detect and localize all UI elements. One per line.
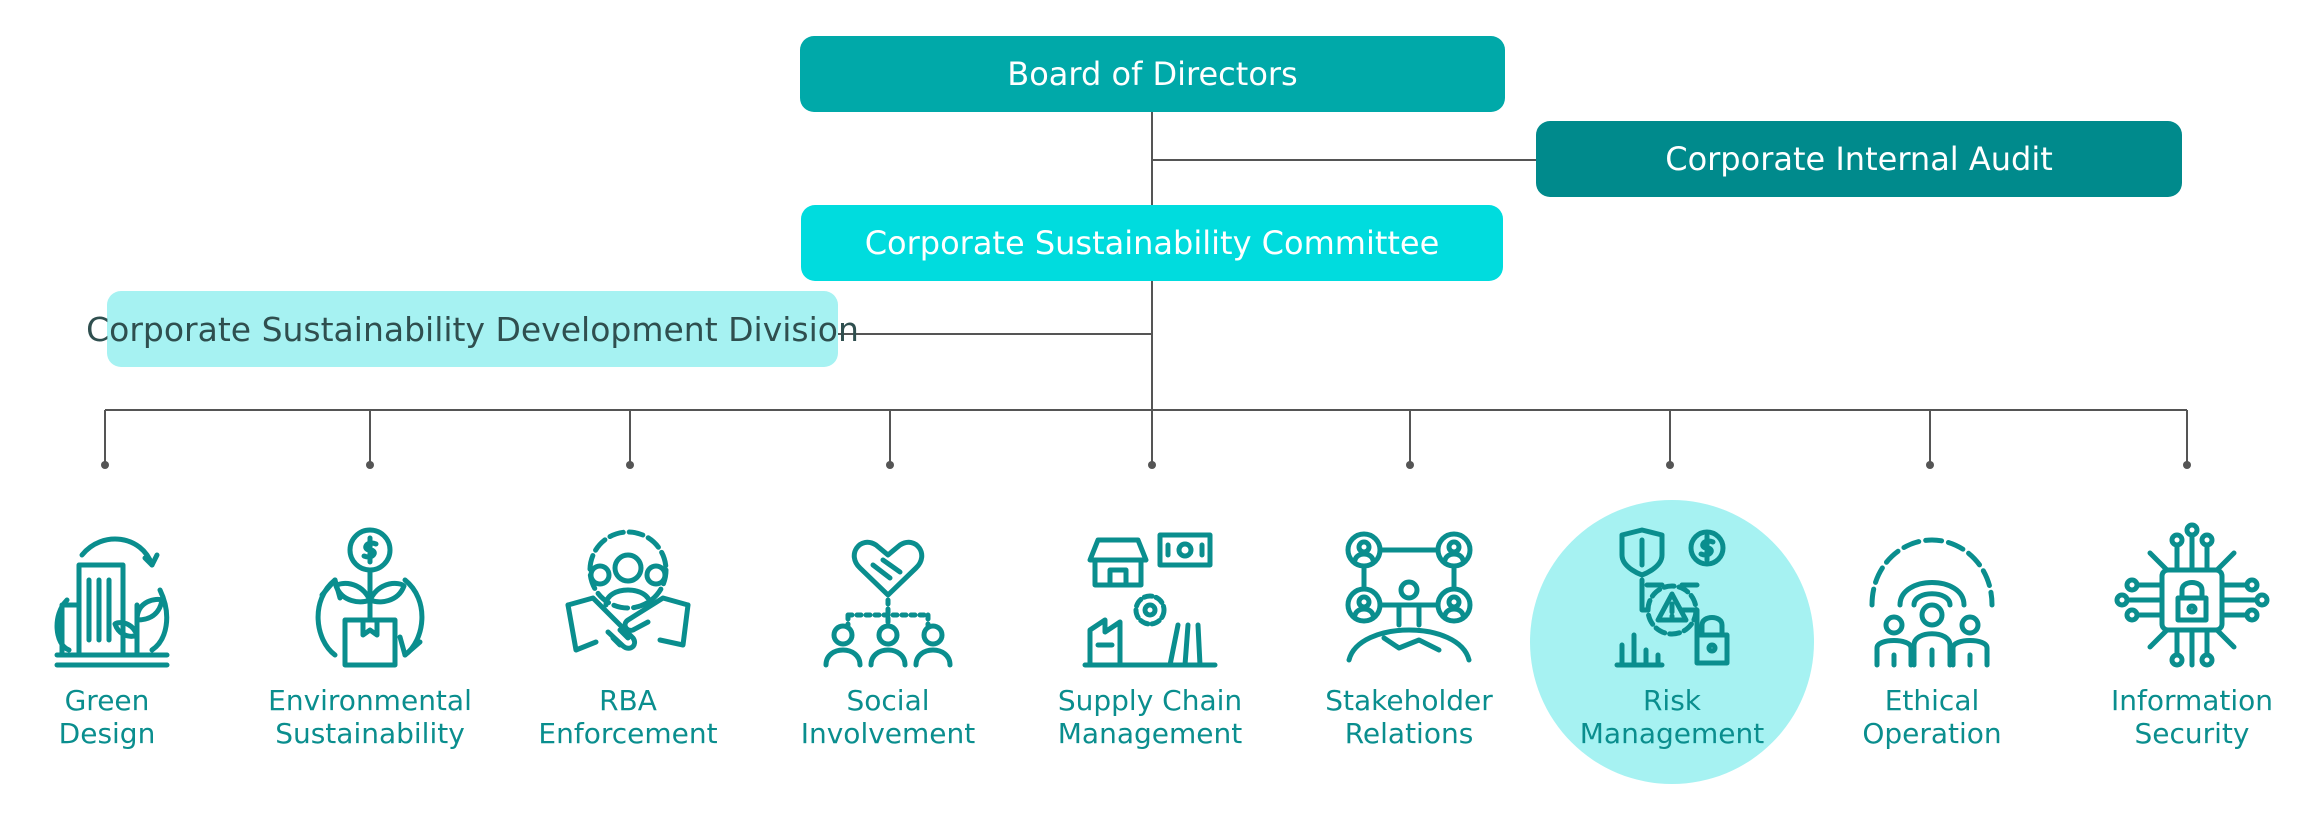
item-label-line2: Security — [2134, 717, 2250, 750]
item-label-line1: Information — [2110, 684, 2274, 717]
item-label-line2: Operation — [1862, 717, 2002, 750]
item-label-line1: Stakeholder — [1325, 684, 1493, 717]
item-label-line2: Management — [1579, 717, 1765, 750]
board-of-directors-box: Board of Directors — [800, 36, 1505, 112]
corporate-internal-audit-box: Corporate Internal Audit — [1536, 121, 2182, 197]
item-label-line2: Management — [1057, 717, 1243, 750]
drop-dot — [101, 461, 109, 469]
item-label-line2: Involvement — [800, 717, 976, 750]
item-label-line1: Green — [64, 684, 150, 717]
risk-shield-icon — [1614, 527, 1730, 668]
green-building-icon — [54, 536, 170, 668]
item-label-line1: Social — [846, 684, 930, 717]
item-label-line2: Design — [58, 717, 156, 750]
handshake-gear-icon — [565, 529, 691, 653]
drop-dot — [626, 461, 634, 469]
circuit-lock-icon — [2114, 522, 2270, 668]
heart-handshake-people-icon — [823, 540, 953, 668]
item-label-line2: Sustainability — [275, 717, 465, 750]
item-label-line2: Relations — [1344, 717, 1474, 750]
drop-dot — [1666, 461, 1674, 469]
item-label-line2: Enforcement — [538, 717, 718, 750]
highlight-circle — [1530, 500, 1814, 784]
drop-dot — [886, 461, 894, 469]
sustainability-division-box: Corporate Sustainability Development Div… — [86, 291, 859, 367]
item-label-line1: Environmental — [268, 684, 472, 717]
stakeholder-network-icon — [1345, 531, 1473, 663]
drop-dot — [366, 461, 374, 469]
item-label-line1: Supply Chain — [1057, 684, 1243, 717]
item-label-line1: RBA — [599, 684, 657, 717]
item-label-line1: Ethical — [1884, 684, 1980, 717]
item-label-line1: Risk — [1642, 684, 1702, 717]
drop-dot — [1148, 461, 1156, 469]
drop-dot — [1406, 461, 1414, 469]
drop-dot — [2183, 461, 2191, 469]
drop-dot — [1926, 461, 1934, 469]
sustainability-committee-box: Corporate Sustainability Committee — [801, 205, 1503, 281]
ethics-gear-people-icon — [1869, 537, 1995, 668]
plant-recycle-icon — [315, 527, 425, 668]
supply-chain-icon — [1082, 532, 1218, 668]
